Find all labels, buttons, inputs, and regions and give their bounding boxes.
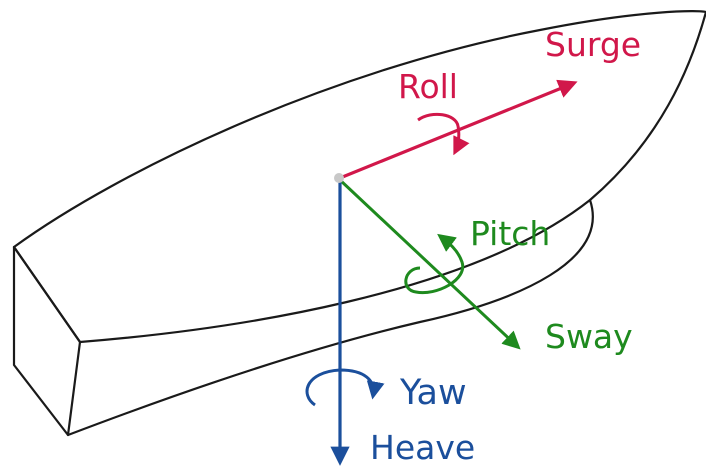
pitch-label: Pitch	[470, 214, 550, 253]
surge-label: Surge	[545, 25, 641, 64]
yaw-label: Yaw	[399, 373, 467, 413]
roll-rotation-arrow-icon	[417, 112, 470, 156]
yaw-rotation-arrow-icon	[305, 368, 385, 407]
pitch-rotation-arrow-icon	[404, 233, 465, 295]
ship-hull	[12, 10, 706, 437]
origin-dot-icon	[334, 173, 344, 183]
sway-arrow	[338, 178, 521, 350]
heave-label: Heave	[370, 428, 475, 467]
hull-stern-face	[12, 245, 82, 437]
sway-label: Sway	[545, 317, 633, 356]
hull-top-outline	[12, 10, 706, 344]
roll-label: Roll	[398, 67, 458, 106]
hull-side-outline	[66, 198, 594, 437]
surge-arrow	[339, 79, 578, 180]
